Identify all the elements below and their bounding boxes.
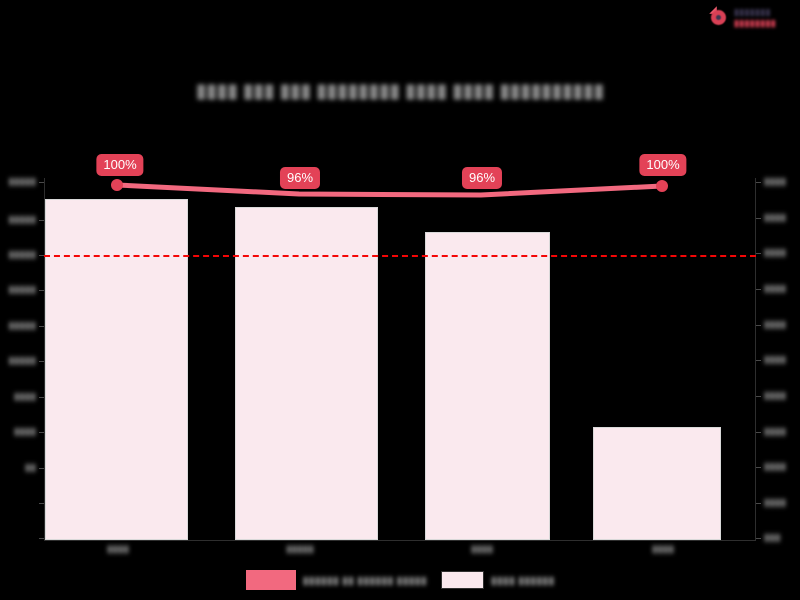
y-axis-left-tick (39, 361, 44, 362)
y-axis-right-line (755, 178, 756, 540)
data-label: 96% (279, 167, 321, 189)
y-axis-left-tick (39, 503, 44, 504)
y-axis-left-tick-label: ▮▮▮▮ (13, 426, 36, 438)
y-axis-right-tick-label: ▮▮▮▮ (764, 354, 787, 366)
legend-swatch-bar (440, 571, 484, 589)
y-axis-left-tick-label: ▮▮▮▮▮ (8, 249, 36, 261)
data-label: 100% (639, 154, 687, 176)
y-axis-left-tick (39, 538, 44, 539)
chart-legend: ▮▮▮▮▮▮ ▮▮ ▮▮▮▮▮▮ ▮▮▮▮▮ ▮▮▮▮ ▮▮▮▮▮▮ (0, 570, 800, 590)
brand-logo: ▮▮▮▮▮▮▮ ▮▮▮▮▮▮▮▮ (708, 4, 794, 30)
line-series-path (114, 182, 665, 198)
y-axis-left-tick-label: ▮▮▮▮▮ (8, 214, 36, 226)
y-axis-right-tick-label: ▮▮▮▮ (764, 176, 787, 188)
data-label: 100% (96, 154, 144, 176)
y-axis-right-tick-label: ▮▮▮▮ (764, 426, 787, 438)
y-axis-right-tick (756, 218, 761, 219)
y-axis-right-tick-label: ▮▮▮▮ (764, 390, 787, 402)
chart-plot-area: ▮▮▮▮▮▮▮▮▮▮▮▮▮▮▮▮▮▮▮▮▮▮▮▮▮▮▮▮▮▮▮▮▮▮▮▮▮▮▮▮… (8, 154, 786, 555)
legend-item-bar[interactable]: ▮▮▮▮ ▮▮▮▮▮▮ (440, 571, 555, 589)
y-axis-left-line (44, 178, 45, 540)
line-marker[interactable] (111, 179, 123, 191)
y-axis-left-tick-label: ▮▮▮▮ (13, 391, 36, 403)
y-axis-left-tick-label: ▮▮▮▮▮ (8, 355, 36, 367)
chart-title: ▮▮▮▮ ▮▮▮ ▮▮▮ ▮▮▮▮▮▮▮▮ ▮▮▮▮ ▮▮▮▮ ▮▮▮▮▮▮▮▮… (195, 81, 605, 102)
legend-swatch-line (245, 570, 296, 590)
y-axis-right-tick (756, 289, 761, 290)
y-axis-right-tick (756, 467, 761, 468)
y-axis-right-tick (756, 432, 761, 433)
line-series (111, 179, 668, 198)
y-axis-right-tick (756, 396, 761, 397)
y-axis-right-tick-label: ▮▮▮▮ (764, 247, 787, 259)
y-axis-right-tick (756, 538, 761, 539)
y-axis-right-tick-label: ▮▮▮▮ (764, 212, 787, 224)
y-axis-left-tick-label: ▮▮ (24, 462, 36, 474)
y-axis-left-tick (39, 220, 44, 221)
brand-logo-line2: ▮▮▮▮▮▮▮▮ (734, 17, 777, 28)
y-axis-right-tick-label: ▮▮▮ (764, 532, 781, 544)
y-axis-left-tick (39, 432, 44, 433)
y-axis-right-tick-label: ▮▮▮▮ (764, 319, 787, 331)
bar[interactable] (593, 427, 721, 540)
y-axis-right-tick (756, 182, 761, 183)
y-axis-right-tick (756, 360, 761, 361)
brand-logo-text: ▮▮▮▮▮▮▮ ▮▮▮▮▮▮▮▮ (734, 7, 776, 28)
bar[interactable] (425, 232, 550, 540)
x-axis-tick-label: ▮▮▮▮ (106, 544, 130, 555)
legend-item-line[interactable]: ▮▮▮▮▮▮ ▮▮ ▮▮▮▮▮▮ ▮▮▮▮▮ (245, 570, 427, 590)
data-label: 96% (461, 167, 503, 189)
y-axis-left-tick (39, 182, 44, 183)
y-axis-right-tick (756, 503, 761, 504)
y-axis-left-tick (39, 468, 44, 469)
y-axis-right-tick (756, 253, 761, 254)
y-axis-right-tick (756, 325, 761, 326)
y-axis-left-tick-label: ▮▮▮▮▮ (8, 320, 36, 332)
y-axis-left-tick (39, 255, 44, 256)
y-axis-left-tick-label: ▮▮▮▮▮ (8, 176, 36, 188)
line-series-markers (111, 179, 668, 192)
y-axis-right-tick-label: ▮▮▮▮ (764, 497, 787, 509)
bar[interactable] (235, 207, 378, 540)
x-axis-line (44, 540, 756, 541)
y-axis-left-tick (39, 326, 44, 327)
pinwheel-logo-icon (708, 6, 730, 28)
reference-line (44, 255, 756, 257)
y-axis-left-tick (39, 290, 44, 291)
y-axis-left-tick (39, 397, 44, 398)
x-axis-tick-label: ▮▮▮▮ (470, 544, 494, 555)
x-axis-tick-label: ▮▮▮▮ (651, 544, 675, 555)
y-axis-right-tick-label: ▮▮▮▮ (764, 461, 787, 473)
legend-label-bar: ▮▮▮▮ ▮▮▮▮▮▮ (490, 574, 555, 587)
legend-label-line: ▮▮▮▮▮▮ ▮▮ ▮▮▮▮▮▮ ▮▮▮▮▮ (302, 574, 427, 587)
y-axis-left-tick-label: ▮▮▮▮▮ (8, 284, 36, 296)
y-axis-right-tick-label: ▮▮▮▮ (764, 283, 787, 295)
line-marker[interactable] (656, 180, 668, 192)
brand-logo-line1: ▮▮▮▮▮▮▮ (734, 6, 771, 17)
x-axis-tick-label: ▮▮▮▮▮ (286, 544, 314, 555)
